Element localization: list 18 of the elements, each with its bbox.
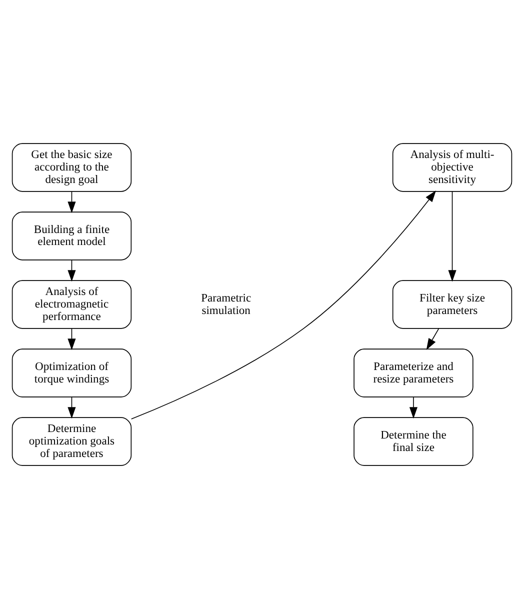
node-box: Filter key size parameters [392, 280, 512, 328]
arrow [448, 190, 456, 282]
label: Parametric simulation [200, 292, 251, 316]
arrow [426, 328, 439, 350]
arrow [67, 259, 76, 282]
node-box: Determine the final size [353, 416, 473, 466]
arrow [67, 328, 76, 350]
arrow [67, 396, 76, 418]
node-box: Parameterize and resize parameters [353, 348, 473, 397]
node-box: Determine optimization goals of parameters [11, 416, 132, 466]
node-box: Optimization of torque windings [11, 348, 132, 397]
arrow [408, 396, 418, 418]
node-box: Building a finite element model [11, 211, 132, 260]
node-box: Get the basic size according to the design goal [11, 142, 132, 192]
node-box: Analysis of multi-objective sensitivity [392, 142, 512, 192]
node-box: Analysis of electromagnetic performance [11, 280, 132, 328]
arrow [130, 190, 436, 419]
arrow [67, 190, 76, 213]
